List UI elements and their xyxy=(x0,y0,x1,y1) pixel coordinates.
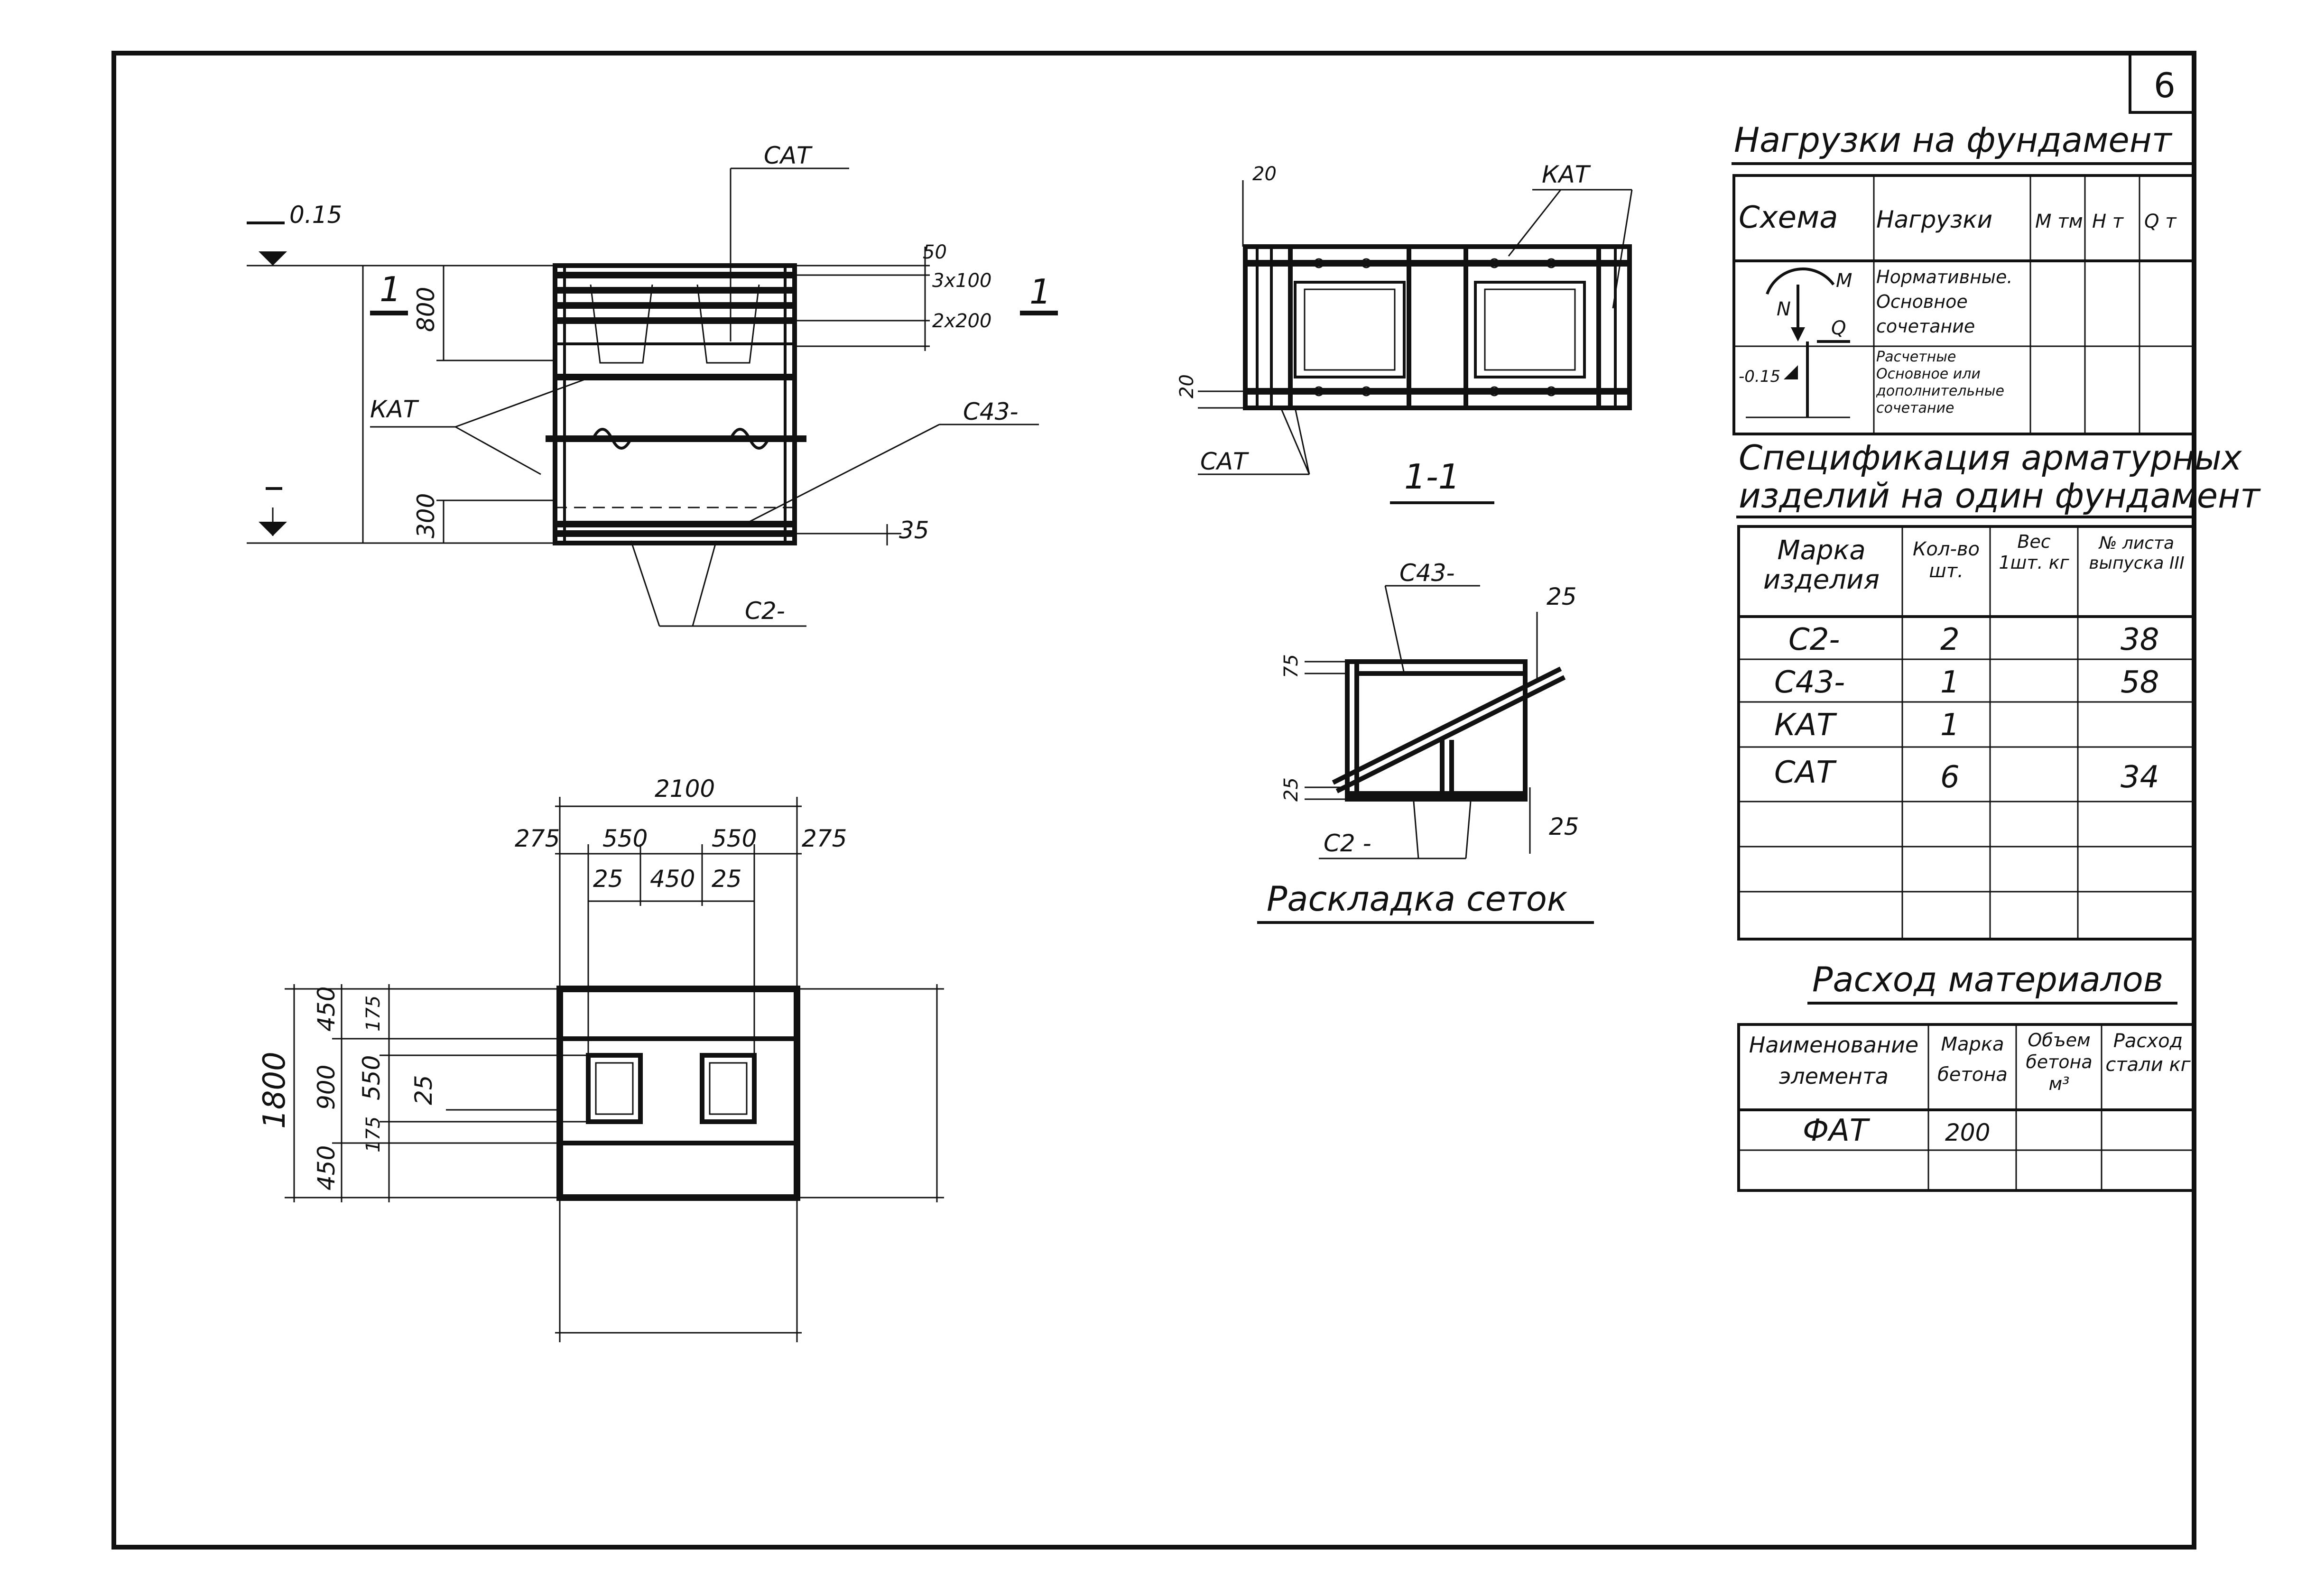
mesh-label-c43: С43- xyxy=(1399,559,1455,587)
materials-title: Расход материалов xyxy=(1812,959,2163,999)
plan-dim-275b: 275 xyxy=(802,825,847,852)
sheet-number: 6 xyxy=(2154,65,2176,105)
loads-title: Нагрузки на фундамент xyxy=(1734,120,2173,160)
spec-table xyxy=(1737,525,2195,941)
elevation-top-label: 0.15 xyxy=(289,201,342,229)
label-c2: С2- xyxy=(745,597,785,625)
spec-head-weight: Вес 1шт. кг xyxy=(1999,531,2069,573)
plan-dim-275a: 275 xyxy=(515,825,560,852)
foundation-plan xyxy=(556,986,800,1201)
foundation-elevation xyxy=(546,263,806,545)
dim-2x200: 2x200 xyxy=(932,310,991,332)
spec-head-mark: Марка изделия xyxy=(1763,536,1880,595)
mat-head-grade: Марка бетона xyxy=(1937,1033,2008,1086)
loads-head-loads: Нагрузки xyxy=(1876,206,1992,233)
loads-head-q: Q т xyxy=(2144,211,2177,232)
loads-head-n: Н т xyxy=(2092,211,2124,232)
spec-row-mark: КАТ xyxy=(1774,708,1837,743)
section-title: 1-1 xyxy=(1404,457,1460,497)
spec-row-qty: 2 xyxy=(1940,622,1960,657)
scheme-m: M xyxy=(1836,270,1852,292)
spec-title-1: Спецификация арматурных xyxy=(1739,438,2242,478)
plan-dim-25v: 25 xyxy=(410,1075,437,1105)
mat-row-name: ФАТ xyxy=(1803,1113,1871,1148)
scheme-q: Q xyxy=(1831,317,1846,339)
plan-dim-2100: 2100 xyxy=(655,775,715,803)
materials-table xyxy=(1737,1023,2195,1192)
plan-dim-25b: 25 xyxy=(712,865,742,893)
mat-head-steel: Расход стали кг xyxy=(2105,1030,2191,1076)
loads-head-scheme: Схема xyxy=(1739,200,1838,235)
plan-dim-450a: 450 xyxy=(313,987,340,1032)
plan-dim-450: 450 xyxy=(650,865,695,893)
plan-dim-550v: 550 xyxy=(358,1055,385,1100)
loads-head-m: M тм xyxy=(2035,211,2083,232)
mesh-dim-75: 75 xyxy=(1280,654,1302,678)
section-1-1 xyxy=(1243,244,1632,410)
section-mark-left: 1 xyxy=(380,269,401,309)
spec-row-sheet: 58 xyxy=(2121,665,2159,700)
mat-row-grade: 200 xyxy=(1945,1119,1990,1146)
plan-dim-1800: 1800 xyxy=(257,1052,292,1129)
plan-dim-450b: 450 xyxy=(313,1145,340,1190)
sec-label-sat: САТ xyxy=(1200,448,1249,475)
spec-row-mark: САТ xyxy=(1774,755,1837,790)
dim-800: 800 xyxy=(412,287,440,332)
loads-table xyxy=(1732,174,2195,435)
label-sat: САТ xyxy=(764,142,813,169)
sec-label-kat: КАТ xyxy=(1542,161,1591,188)
section-mark-right: 1 xyxy=(1029,272,1051,312)
plan-dim-900: 900 xyxy=(313,1065,340,1110)
scheme-diagram xyxy=(1746,268,1850,418)
mesh-dim-25b: 25 xyxy=(1280,777,1302,802)
spec-row-sheet: 38 xyxy=(2121,622,2159,657)
loads-row-normative: Нормативные. Основное сочетание xyxy=(1876,267,2013,337)
scheme-elev: -0.15 xyxy=(1739,367,1780,386)
label-kat: КАТ xyxy=(370,396,419,423)
plan-dim-175a: 175 xyxy=(362,996,384,1032)
spec-row-mark: С43- xyxy=(1774,665,1845,700)
mat-head-name: Наименование элемента xyxy=(1749,1032,1919,1089)
mesh-title: Раскладка сеток xyxy=(1267,879,1567,919)
mesh-dim-25a: 25 xyxy=(1547,583,1577,610)
spec-row-qty: 1 xyxy=(1940,708,1960,743)
plan-dim-550b: 550 xyxy=(712,825,757,852)
elevation-marker-top: 0.15 xyxy=(247,201,555,267)
spec-row-qty: 1 xyxy=(1940,665,1960,700)
sheet-number-box xyxy=(2129,52,2195,114)
mesh-label-c2: С2 - xyxy=(1324,830,1371,857)
mesh-layout xyxy=(1332,659,1566,802)
sec-dim-20-left: 20 xyxy=(1176,374,1198,398)
spec-head-sheet: № листа выпуска III xyxy=(2089,534,2185,573)
sec-dim-20-top: 20 xyxy=(1252,163,1277,185)
loads-row-design: Расчетные Основное или дополнительные со… xyxy=(1876,349,2004,416)
dim-50: 50 xyxy=(923,241,947,263)
spec-title-2: изделий на один фундамент xyxy=(1739,476,2261,516)
spec-row-sheet: 34 xyxy=(2121,760,2159,795)
scheme-n: N xyxy=(1777,298,1791,320)
spec-row-qty: 6 xyxy=(1940,760,1960,795)
mat-head-volume: Объем бетона м³ xyxy=(2026,1030,2093,1094)
spec-row-mark: С2- xyxy=(1788,622,1840,657)
dim-35: 35 xyxy=(899,517,929,544)
dim-3x100: 3x100 xyxy=(932,270,991,292)
label-c43: С43- xyxy=(963,398,1019,425)
elevation-marker-bottom xyxy=(247,487,555,544)
plan-dim-25a: 25 xyxy=(593,865,623,893)
spec-head-qty: Кол-во шт. xyxy=(1913,538,1980,582)
dim-300: 300 xyxy=(412,493,440,538)
plan-dim-175b: 175 xyxy=(362,1116,384,1153)
mesh-dim-25c: 25 xyxy=(1549,813,1579,840)
